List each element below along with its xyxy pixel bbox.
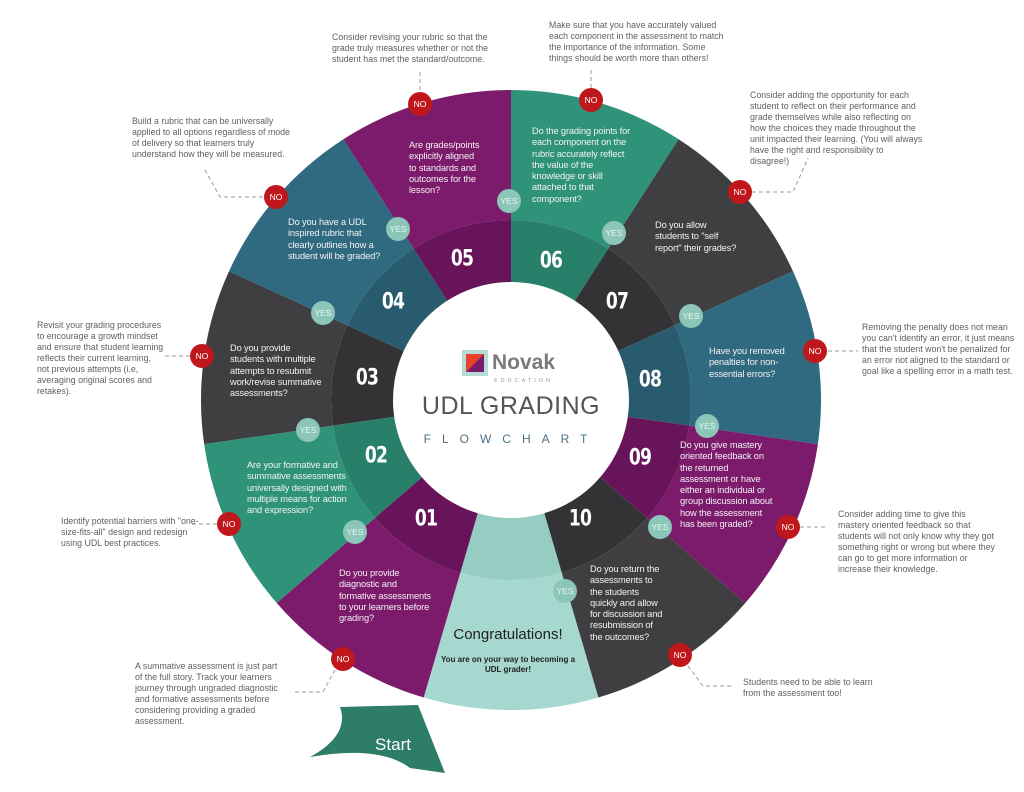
congrats-subtitle: You are on your way to becoming a UDL gr… [440,655,576,674]
step-number-05: 05 [450,246,474,272]
step-number-07: 07 [605,289,629,315]
step-04-wedge [229,139,414,326]
step-question-10: Do you return the assessments to the stu… [590,564,663,642]
start-arrow[interactable] [310,705,445,773]
step-question-03: Do you provide students with multiple at… [230,343,322,399]
step-question-05: Are grades/points explicitly aligned to … [409,140,480,196]
yes-badge-05[interactable]: YES [497,189,521,213]
step-question-01: Do you provide diagnostic and formative … [339,568,431,624]
step-08-inner-band [616,325,691,426]
no-badge-07[interactable]: NO [728,180,752,204]
step-tip-01: A summative assessment is just part of t… [135,661,278,726]
no-badge-05[interactable]: NO [408,92,432,116]
yes-badge-10[interactable]: YES [553,579,577,603]
yes-badge-03[interactable]: YES [311,301,335,325]
step-tip-09: Consider adding time to give this master… [838,509,995,574]
connector-01 [293,669,336,693]
step-tip-07: Consider adding the opportunity for each… [750,90,923,166]
congrats-title: Congratulations! [453,626,563,643]
step-tip-02: Identify potential barriers with "one-si… [61,516,199,548]
no-badge-04[interactable]: NO [264,185,288,209]
step-number-08: 08 [638,367,662,393]
step-04-inner-band [347,248,449,352]
step-number-04: 04 [381,289,405,315]
step-number-06: 06 [539,248,563,274]
yes-badge-08[interactable]: YES [695,414,719,438]
step-10-inner-band [543,475,648,573]
step-question-09: Do you give mastery oriented feedback on… [680,440,773,530]
step-tip-03: Revisit your grading procedures to encou… [37,320,164,396]
step-number-09: 09 [628,445,652,471]
step-08-wedge [674,271,822,445]
yes-badge-01[interactable]: YES [343,520,367,544]
step-06-inner-band [511,220,609,303]
congrats-wedge [423,572,599,710]
logo-tagline: EDUCATION [494,378,553,384]
no-badge-06[interactable]: NO [579,88,603,112]
logo-icon [462,350,488,376]
step-01-wedge [276,517,461,698]
no-badge-02[interactable]: NO [217,512,241,536]
step-06-wedge [511,90,679,249]
page-subtitle: FLOWCHART [423,432,599,446]
step-question-08: Have you removed penalties for non-essen… [709,346,785,379]
step-question-06: Do the grading points for each component… [532,126,631,204]
novak-logo: Novak [462,350,555,376]
start-label[interactable]: Start [375,735,411,754]
step-number-01: 01 [414,506,438,532]
step-09-wedge [647,425,818,604]
no-badge-10[interactable]: NO [668,643,692,667]
step-tip-05: Consider revising your rubric so that th… [332,32,488,64]
no-badge-01[interactable]: NO [331,647,355,671]
step-05-inner-band [413,220,511,303]
step-02-wedge [204,425,375,604]
yes-badge-09[interactable]: YES [648,515,672,539]
congrats-inner-band [460,511,562,580]
connectors [162,68,858,693]
step-05-wedge [343,90,511,249]
connector-10 [687,665,733,687]
step-03-inner-band [331,325,406,426]
connector-04 [204,169,263,198]
step-07-inner-band [573,248,675,352]
yes-badge-07[interactable]: YES [679,304,703,328]
page-title: UDL GRADING [421,392,601,420]
step-tip-04: Build a rubric that can be universally a… [132,116,290,159]
step-03-wedge [201,271,348,445]
yes-badge-06[interactable]: YES [602,221,626,245]
step-number-02: 02 [364,443,388,469]
step-question-07: Do you allow students to "self report" t… [655,220,737,253]
yes-badge-02[interactable]: YES [296,418,320,442]
center-circle [393,282,629,518]
no-badge-08[interactable]: NO [803,339,827,363]
no-badge-09[interactable]: NO [776,515,800,539]
yes-badge-04[interactable]: YES [386,217,410,241]
step-01-inner-band [374,475,479,573]
step-number-03: 03 [355,365,379,391]
step-number-10: 10 [568,506,592,532]
step-question-04: Do you have a UDL inspired rubric that c… [288,217,381,261]
connector-07 [752,157,809,193]
logo-name: Novak [492,351,556,374]
step-tip-06: Make sure that you have accurately value… [549,20,724,63]
step-10-wedge [561,517,746,698]
step-question-02: Are your formative and summative assessm… [247,460,347,516]
step-tip-10: Students need to be able to learn from t… [743,677,873,698]
step-tip-08: Removing the penalty does not mean you c… [862,322,1015,376]
step-07-wedge [608,139,793,326]
no-badge-03[interactable]: NO [190,344,214,368]
